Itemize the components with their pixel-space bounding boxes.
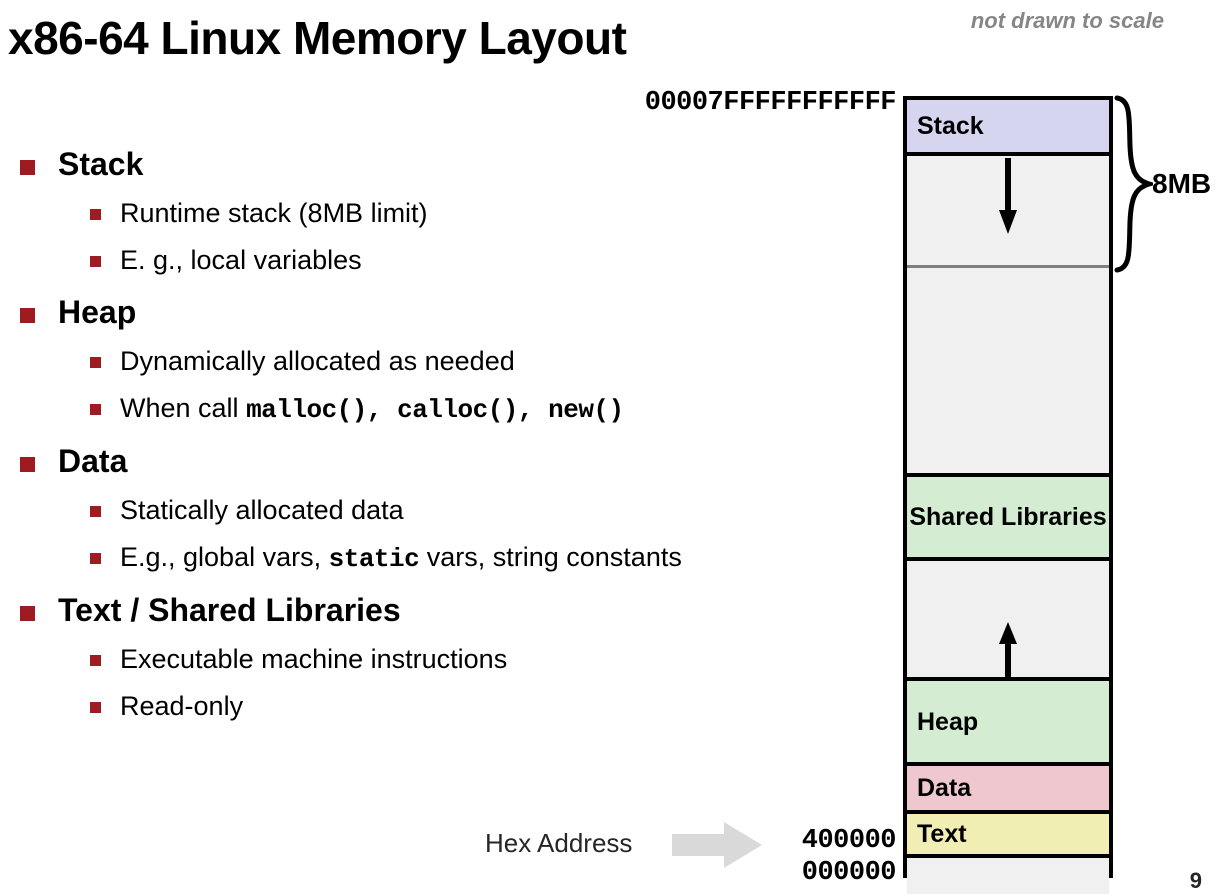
sub-bullet-alloc-calls-code: malloc(), calloc(), new() — [246, 395, 624, 425]
address-text-start: 400000 — [801, 826, 897, 856]
bullet-group-text: Text / Shared Libraries Executable machi… — [10, 594, 890, 720]
bullet-group-data: Data Statically allocated data E.g., glo… — [10, 445, 890, 572]
sub-bullet-dynamic-alloc-label: Dynamically allocated as needed — [120, 346, 515, 376]
bullet-text-shared-libraries-label: Text / Shared Libraries — [58, 592, 401, 628]
memory-block-unmapped-upper — [907, 268, 1109, 477]
bullet-text-shared-libraries: Text / Shared Libraries — [10, 594, 890, 626]
sub-bullet-machine-instructions: Executable machine instructions — [10, 646, 890, 673]
memory-block-stack-label: Stack — [917, 112, 984, 140]
sub-bullet-local-variables-label: E. g., local variables — [120, 245, 362, 275]
sub-bullet-global-vars-code: static — [328, 544, 420, 574]
square-bullet-icon — [20, 160, 35, 175]
page-number: 9 — [1189, 868, 1202, 893]
address-zero: 000000 — [801, 858, 897, 888]
sub-bullet-static-alloc-label: Statically allocated data — [120, 495, 404, 525]
bullet-stack-label: Stack — [58, 146, 144, 182]
sub-bullet-local-variables: E. g., local variables — [10, 247, 890, 274]
not-drawn-to-scale-note: not drawn to scale — [970, 8, 1164, 33]
bullet-heap-label: Heap — [58, 294, 137, 330]
small-square-bullet-icon — [90, 702, 101, 713]
bullet-data-label: Data — [58, 443, 128, 479]
sub-bullet-runtime-stack-label: Runtime stack (8MB limit) — [120, 198, 428, 228]
small-square-bullet-icon — [90, 655, 101, 666]
memory-layout-diagram: Stack Shared Libraries Heap Data Text — [903, 96, 1113, 894]
sub-bullet-static-alloc: Statically allocated data — [10, 497, 890, 524]
bullet-group-heap: Heap Dynamically allocated as needed Whe… — [10, 296, 890, 423]
small-square-bullet-icon — [90, 256, 101, 267]
small-square-bullet-icon — [90, 209, 101, 220]
small-square-bullet-icon — [90, 506, 101, 517]
eight-mb-label: 8MB — [1152, 168, 1212, 199]
sub-bullet-alloc-calls-prefix: When call — [120, 393, 247, 423]
small-square-bullet-icon — [90, 404, 101, 415]
small-square-bullet-icon — [90, 357, 101, 368]
memory-block-shared-libraries: Shared Libraries — [907, 477, 1109, 561]
sub-bullet-dynamic-alloc: Dynamically allocated as needed — [10, 348, 890, 375]
eight-mb-brace-icon — [1114, 95, 1153, 273]
sub-bullet-machine-instructions-label: Executable machine instructions — [120, 644, 508, 674]
memory-block-heap-label: Heap — [917, 707, 979, 736]
heap-grows-up-arrow-icon — [999, 622, 1017, 680]
address-top-of-memory: 00007FFFFFFFFFFF — [644, 88, 897, 118]
bullet-stack: Stack — [10, 148, 890, 180]
page-title: x86-64 Linux Memory Layout — [8, 12, 627, 64]
bullet-group-stack: Stack Runtime stack (8MB limit) E. g., l… — [10, 148, 890, 274]
memory-block-data-label: Data — [917, 774, 972, 802]
bullet-heap: Heap — [10, 296, 890, 328]
square-bullet-icon — [20, 457, 35, 472]
memory-block-heap: Heap — [907, 681, 1109, 766]
memory-block-reserved-low — [907, 858, 1109, 894]
sub-bullet-global-vars-prefix: E.g., global vars, — [120, 542, 329, 572]
sub-bullet-alloc-calls: When call malloc(), calloc(), new() — [10, 395, 890, 423]
square-bullet-icon — [20, 606, 35, 621]
memory-block-text-label: Text — [917, 820, 967, 848]
small-square-bullet-icon — [90, 553, 101, 564]
memory-block-data: Data — [907, 766, 1109, 814]
memory-block-shared-libraries-label: Shared Libraries — [909, 503, 1107, 531]
bullet-list: Stack Runtime stack (8MB limit) E. g., l… — [10, 148, 890, 742]
sub-bullet-global-vars: E.g., global vars, static vars, string c… — [10, 544, 890, 572]
memory-block-stack: Stack — [907, 100, 1109, 156]
hex-address-caption: Hex Address — [485, 828, 633, 858]
sub-bullet-read-only-label: Read-only — [120, 691, 244, 721]
stack-grows-down-arrow-icon — [999, 158, 1017, 234]
sub-bullet-runtime-stack: Runtime stack (8MB limit) — [10, 200, 890, 227]
square-bullet-icon — [20, 308, 35, 323]
memory-block-text: Text — [907, 814, 1109, 858]
gray-pointer-arrow-icon — [672, 822, 762, 868]
sub-bullet-global-vars-suffix: vars, string constants — [419, 542, 682, 572]
bullet-data: Data — [10, 445, 890, 477]
sub-bullet-read-only: Read-only — [10, 693, 890, 720]
